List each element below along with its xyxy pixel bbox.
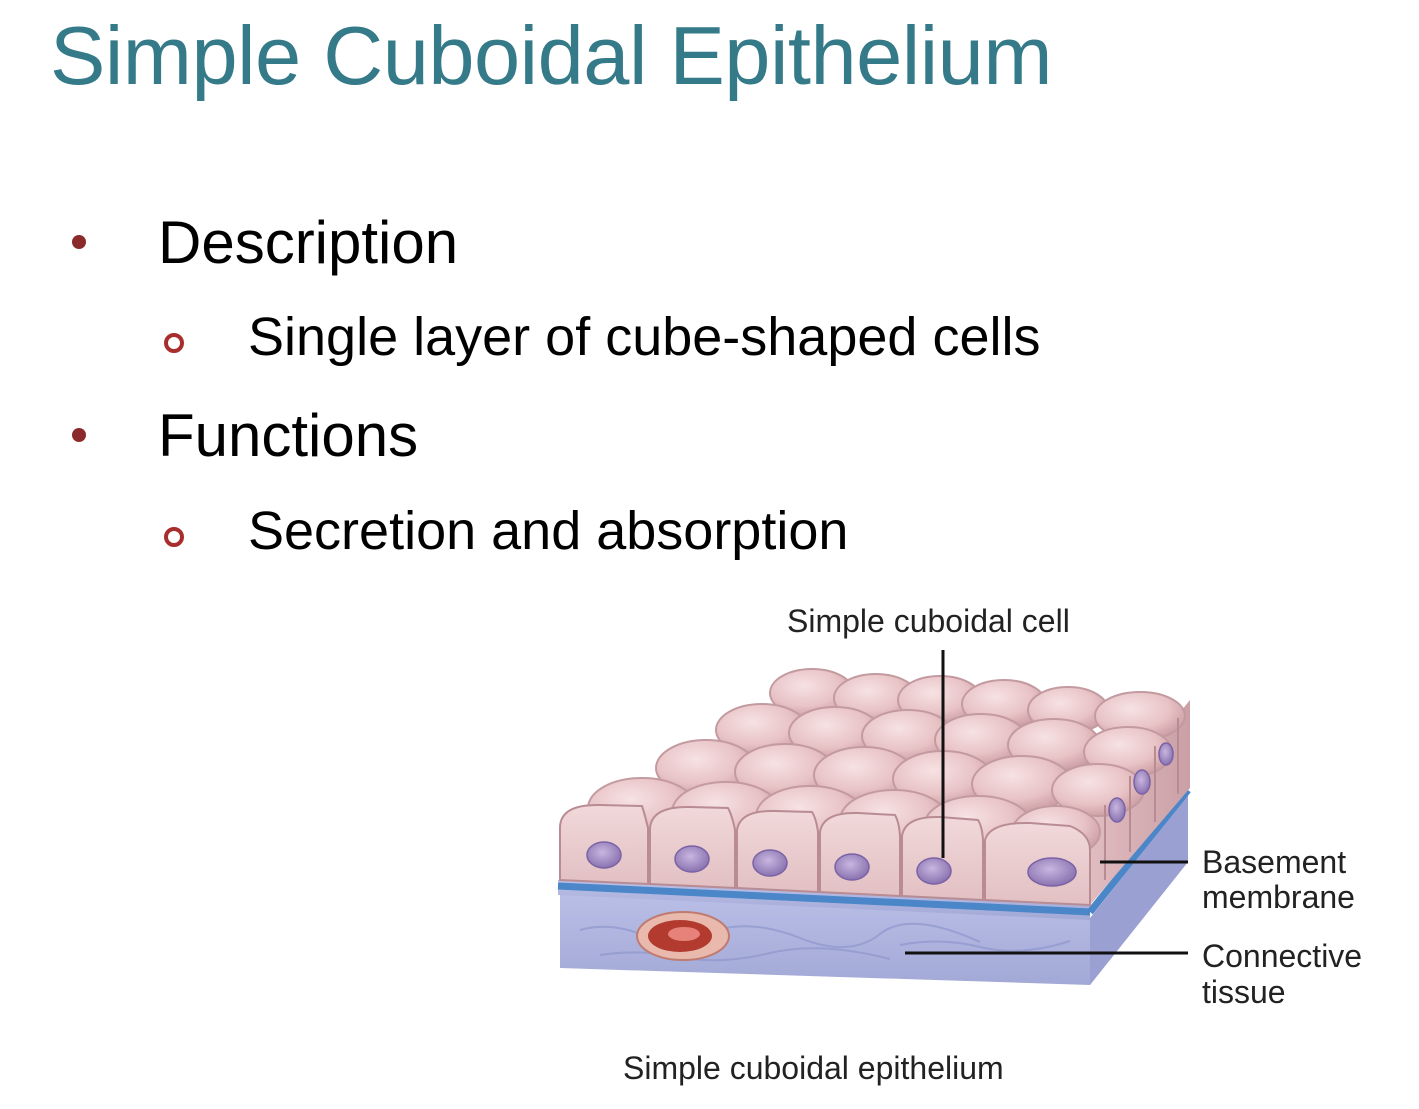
connective-tissue-side bbox=[1090, 795, 1188, 985]
slide-title: Simple Cuboidal Epithelium bbox=[50, 9, 1052, 102]
bullet-description: Description bbox=[158, 209, 459, 276]
label-basement-line1: Basement bbox=[1202, 844, 1347, 880]
nuclei bbox=[586, 742, 1174, 887]
sub-bullet-functions: Secretion and absorption bbox=[248, 501, 849, 561]
sub-bullet-marker bbox=[164, 527, 184, 547]
label-simple-cuboidal-cell: Simple cuboidal cell bbox=[787, 603, 1070, 639]
label-connective-line2: tissue bbox=[1202, 974, 1286, 1010]
side-cells bbox=[1104, 718, 1179, 880]
sub-bullet-description: Single layer of cube-shaped cells bbox=[248, 307, 1041, 367]
label-connective-line1: Connective bbox=[1202, 938, 1363, 974]
diagram-caption: Simple cuboidal epithelium bbox=[623, 1050, 1004, 1086]
sub-bullet-marker bbox=[164, 333, 184, 353]
bullet-marker bbox=[72, 428, 86, 442]
label-basement-line2: membrane bbox=[1202, 879, 1355, 915]
bullet-functions: Functions bbox=[158, 402, 419, 469]
bullet-marker bbox=[72, 235, 86, 249]
